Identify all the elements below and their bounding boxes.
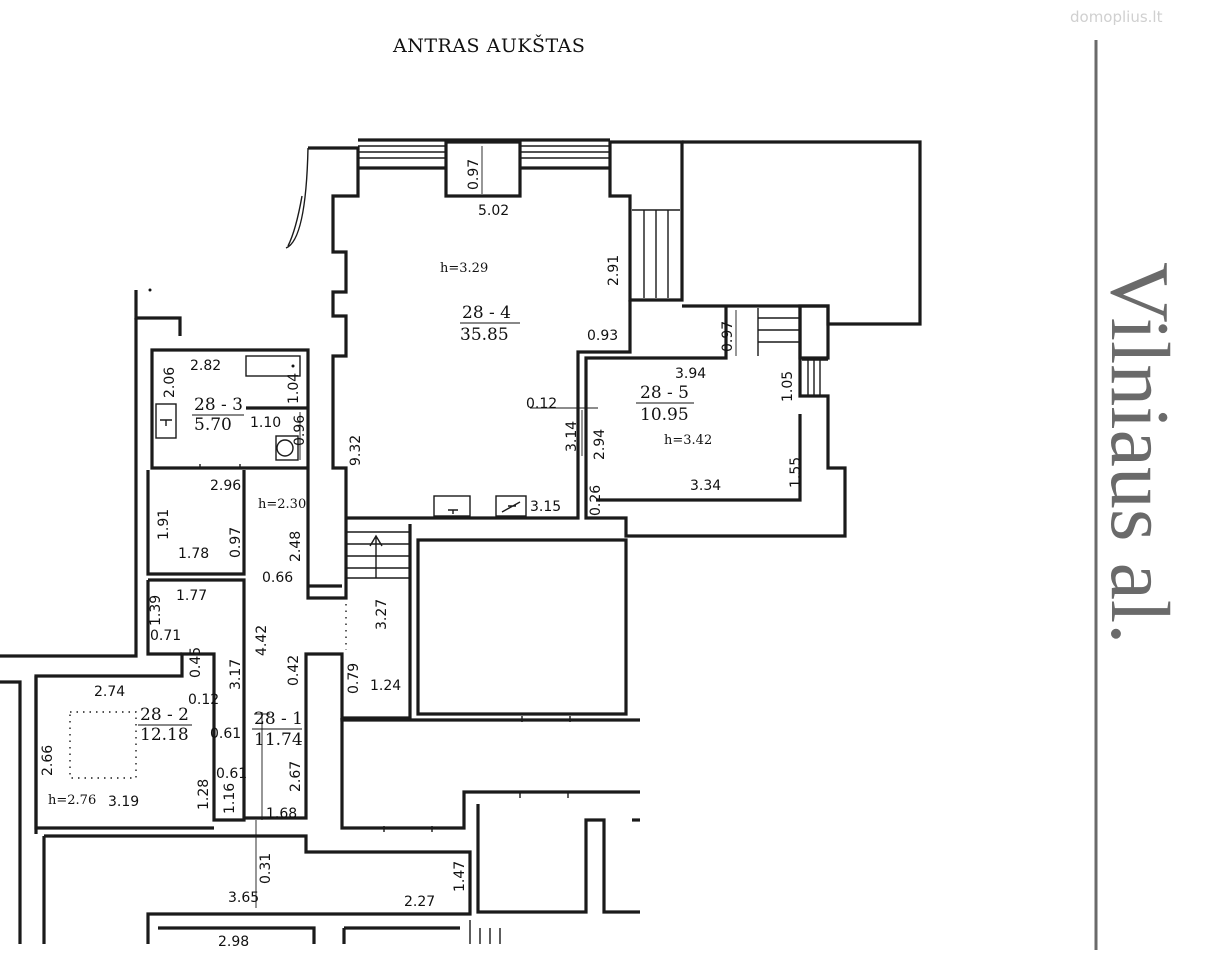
dim-label: 0.42 xyxy=(286,655,302,686)
room-height-label: h=2.30 xyxy=(258,497,306,512)
dim-label: 1.16 xyxy=(222,783,238,814)
dim-label: 2.82 xyxy=(190,358,221,374)
dim-label: 1.91 xyxy=(156,509,172,540)
dim-label: 1.55 xyxy=(788,457,804,488)
dim-label: 3.19 xyxy=(108,794,139,810)
dim-label: 0.66 xyxy=(262,570,293,586)
dim-label: 0.97 xyxy=(466,159,482,190)
dim-label: 5.02 xyxy=(478,203,509,219)
room-28-2-id: 28 - 2 xyxy=(140,705,189,725)
dim-label: 2.91 xyxy=(606,255,622,286)
room-28-5-id: 28 - 5 xyxy=(640,383,689,403)
room-28-5-area: 10.95 xyxy=(640,405,689,425)
room-labels: h=3.29 28 - 4 35.85 28 - 5 10.95 h=3.42 … xyxy=(48,261,712,808)
dim-label: 0.79 xyxy=(346,663,362,694)
street-label: Vilniaus al. xyxy=(1093,262,1186,644)
dim-label: 3.34 xyxy=(690,478,721,494)
dim-label: 2.66 xyxy=(40,745,56,776)
dim-label: 1.24 xyxy=(370,678,401,694)
dim-label: 1.78 xyxy=(178,546,209,562)
dim-label: 2.06 xyxy=(162,367,178,398)
dim-label: 0.97 xyxy=(228,527,244,558)
walls xyxy=(0,138,922,944)
dim-label: 2.48 xyxy=(288,531,304,562)
dim-label: 0.45 xyxy=(188,647,204,678)
room-28-2-height: h=2.76 xyxy=(48,793,96,808)
room-28-1-id: 28 - 1 xyxy=(254,709,303,729)
dim-label: 0.93 xyxy=(587,328,618,344)
dim-label: 1.04 xyxy=(286,373,302,404)
dim-label: 2.98 xyxy=(218,934,249,950)
dim-label: 3.27 xyxy=(374,599,390,630)
dim-label: 2.94 xyxy=(592,429,608,460)
room-28-3-id: 28 - 3 xyxy=(194,395,243,415)
room-28-3-area: 5.70 xyxy=(194,415,232,435)
dim-label: 1.77 xyxy=(176,588,207,604)
dim-label: 3.15 xyxy=(530,499,561,515)
room-28-5-height: h=3.42 xyxy=(664,433,712,448)
room-28-1-area: 11.74 xyxy=(254,730,303,750)
watermark-text: domoplius.lt xyxy=(1070,8,1163,26)
details xyxy=(69,145,828,944)
dim-label: 3.14 xyxy=(564,421,580,452)
dim-label: 1.28 xyxy=(196,779,212,810)
room-28-4-id: 28 - 4 xyxy=(462,303,511,323)
dim-label: 3.65 xyxy=(228,890,259,906)
dim-label: 1.68 xyxy=(266,806,297,822)
room-28-2-area: 12.18 xyxy=(140,725,189,745)
dim-label: 1.05 xyxy=(780,371,796,402)
dim-label: 1.39 xyxy=(148,595,164,626)
dim-label: 2.74 xyxy=(94,684,125,700)
dim-label: 0.12 xyxy=(188,692,219,708)
dim-label: 0.96 xyxy=(292,415,308,446)
dim-label: 0.31 xyxy=(258,853,274,884)
room-28-4-height: h=3.29 xyxy=(440,261,488,276)
dim-label: 2.96 xyxy=(210,478,241,494)
dim-label: 2.67 xyxy=(288,761,304,792)
dim-label: 4.42 xyxy=(254,625,270,656)
dim-label: 0.26 xyxy=(588,485,604,516)
dim-label: 0.61 xyxy=(210,726,241,742)
dim-label: 9.32 xyxy=(348,435,364,466)
dim-label: 0.97 xyxy=(720,321,736,352)
dim-label: 2.27 xyxy=(404,894,435,910)
floor-title: ANTRAS AUKŠTAS xyxy=(392,34,585,57)
dimension-labels: 0.97 5.02 2.91 0.93 0.97 3.94 1.05 0.12 … xyxy=(40,159,804,950)
dim-label: 3.17 xyxy=(228,659,244,690)
dim-label: 0.71 xyxy=(150,628,181,644)
dim-label: 0.61 xyxy=(216,766,247,782)
dim-label: 1.47 xyxy=(452,861,468,892)
room-28-4-area: 35.85 xyxy=(460,325,509,345)
dim-label: 1.10 xyxy=(250,415,281,431)
dim-label: 3.94 xyxy=(675,366,706,382)
dim-label: 0.12 xyxy=(526,396,557,412)
